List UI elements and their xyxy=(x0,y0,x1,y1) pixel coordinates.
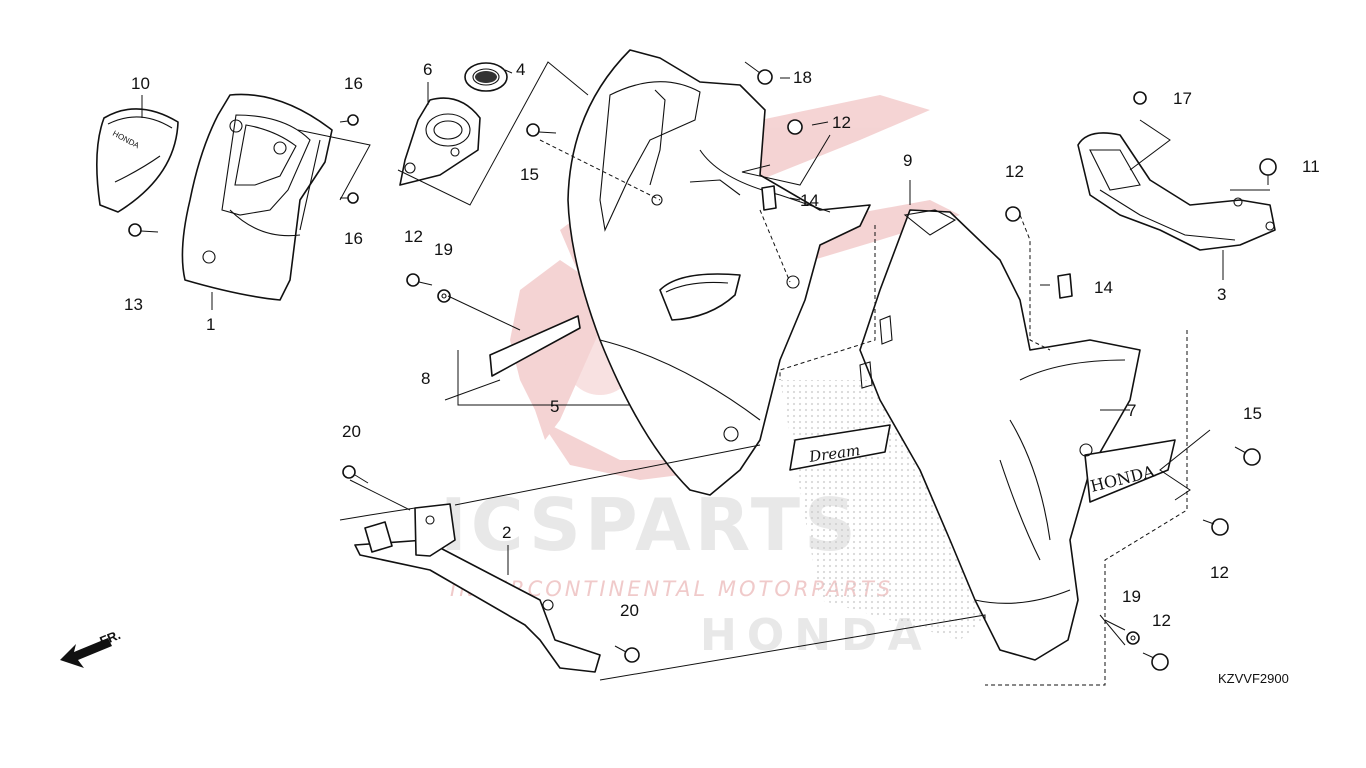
callout-19-right: 19 xyxy=(1122,587,1141,606)
callout-12-bottom: 12 xyxy=(1152,611,1171,630)
fastener-12-top xyxy=(787,119,803,135)
part-1-cover xyxy=(181,93,333,301)
clip-14-top xyxy=(761,185,777,211)
fastener-11 xyxy=(1259,158,1277,185)
fastener-15-top xyxy=(526,123,557,137)
callout-12-top: 12 xyxy=(832,113,851,132)
diagram-code: KZVVF2900 xyxy=(1218,671,1289,686)
callout-11: 11 xyxy=(1302,157,1320,176)
callout-6: 6 xyxy=(423,60,432,79)
callout-15-top: 15 xyxy=(520,165,539,184)
part-6-lid xyxy=(399,97,481,186)
clip-14-right xyxy=(1057,273,1073,299)
front-direction-indicator: FR. xyxy=(60,627,123,668)
callout-18: 18 xyxy=(793,68,812,87)
callout-17: 17 xyxy=(1173,89,1192,108)
direction-label: FR. xyxy=(98,627,123,649)
callout-5: 5 xyxy=(550,397,559,416)
callout-20-bottom: 20 xyxy=(620,601,639,620)
part-10-emblem: HONDA xyxy=(96,108,179,213)
callouts: 1 10 16 16 13 6 4 18 12 15 14 12 19 8 5 … xyxy=(124,60,1320,630)
leader-lines xyxy=(141,61,1270,686)
callout-16a: 16 xyxy=(344,74,363,93)
callout-19-left: 19 xyxy=(434,240,453,259)
callout-3: 3 xyxy=(1217,285,1226,304)
callout-12-mid: 12 xyxy=(1005,162,1024,181)
callout-4: 4 xyxy=(516,60,525,79)
callout-20-top: 20 xyxy=(342,422,361,441)
callout-13: 13 xyxy=(124,295,143,314)
callout-15-right: 15 xyxy=(1243,404,1262,423)
fastener-15-right xyxy=(1234,446,1261,466)
arrow-left-icon xyxy=(60,638,112,668)
washer-19-right xyxy=(1126,631,1140,645)
callout-12-right: 12 xyxy=(1210,563,1229,582)
watermark-maker: HONDA xyxy=(700,610,932,661)
callout-8: 8 xyxy=(421,369,430,388)
callout-14-right: 14 xyxy=(1094,278,1113,297)
part-8-strip xyxy=(489,315,581,377)
part-7-leg-shield: HONDA Dream xyxy=(780,209,1176,661)
callout-1: 1 xyxy=(206,315,215,334)
callout-14-top: 14 xyxy=(800,191,819,210)
part-4-grommet xyxy=(464,62,508,92)
fastener-12-mid xyxy=(1005,206,1021,222)
fastener-17 xyxy=(1133,91,1147,105)
callout-7: 7 xyxy=(1127,401,1136,420)
callout-12-left: 12 xyxy=(404,227,423,246)
fastener-12-left xyxy=(406,273,433,287)
callout-16b: 16 xyxy=(344,229,363,248)
callout-10: 10 xyxy=(131,74,150,93)
washer-19-left xyxy=(437,289,451,303)
callout-2: 2 xyxy=(502,523,511,542)
fastener-20-top xyxy=(342,465,369,484)
part-3-inner-piece xyxy=(1077,132,1276,251)
part-5-front-shield xyxy=(567,49,871,496)
callout-9: 9 xyxy=(903,151,912,170)
part-2-bracket xyxy=(354,503,601,673)
fastener-13 xyxy=(128,223,159,237)
fastener-16a xyxy=(339,114,359,126)
fastener-12-bottom xyxy=(1142,652,1169,671)
watermark-brand: ICSPARTS xyxy=(440,483,860,567)
fastener-20-bottom xyxy=(614,645,640,663)
fastener-12-right xyxy=(1202,518,1229,536)
fastener-18 xyxy=(744,61,773,85)
